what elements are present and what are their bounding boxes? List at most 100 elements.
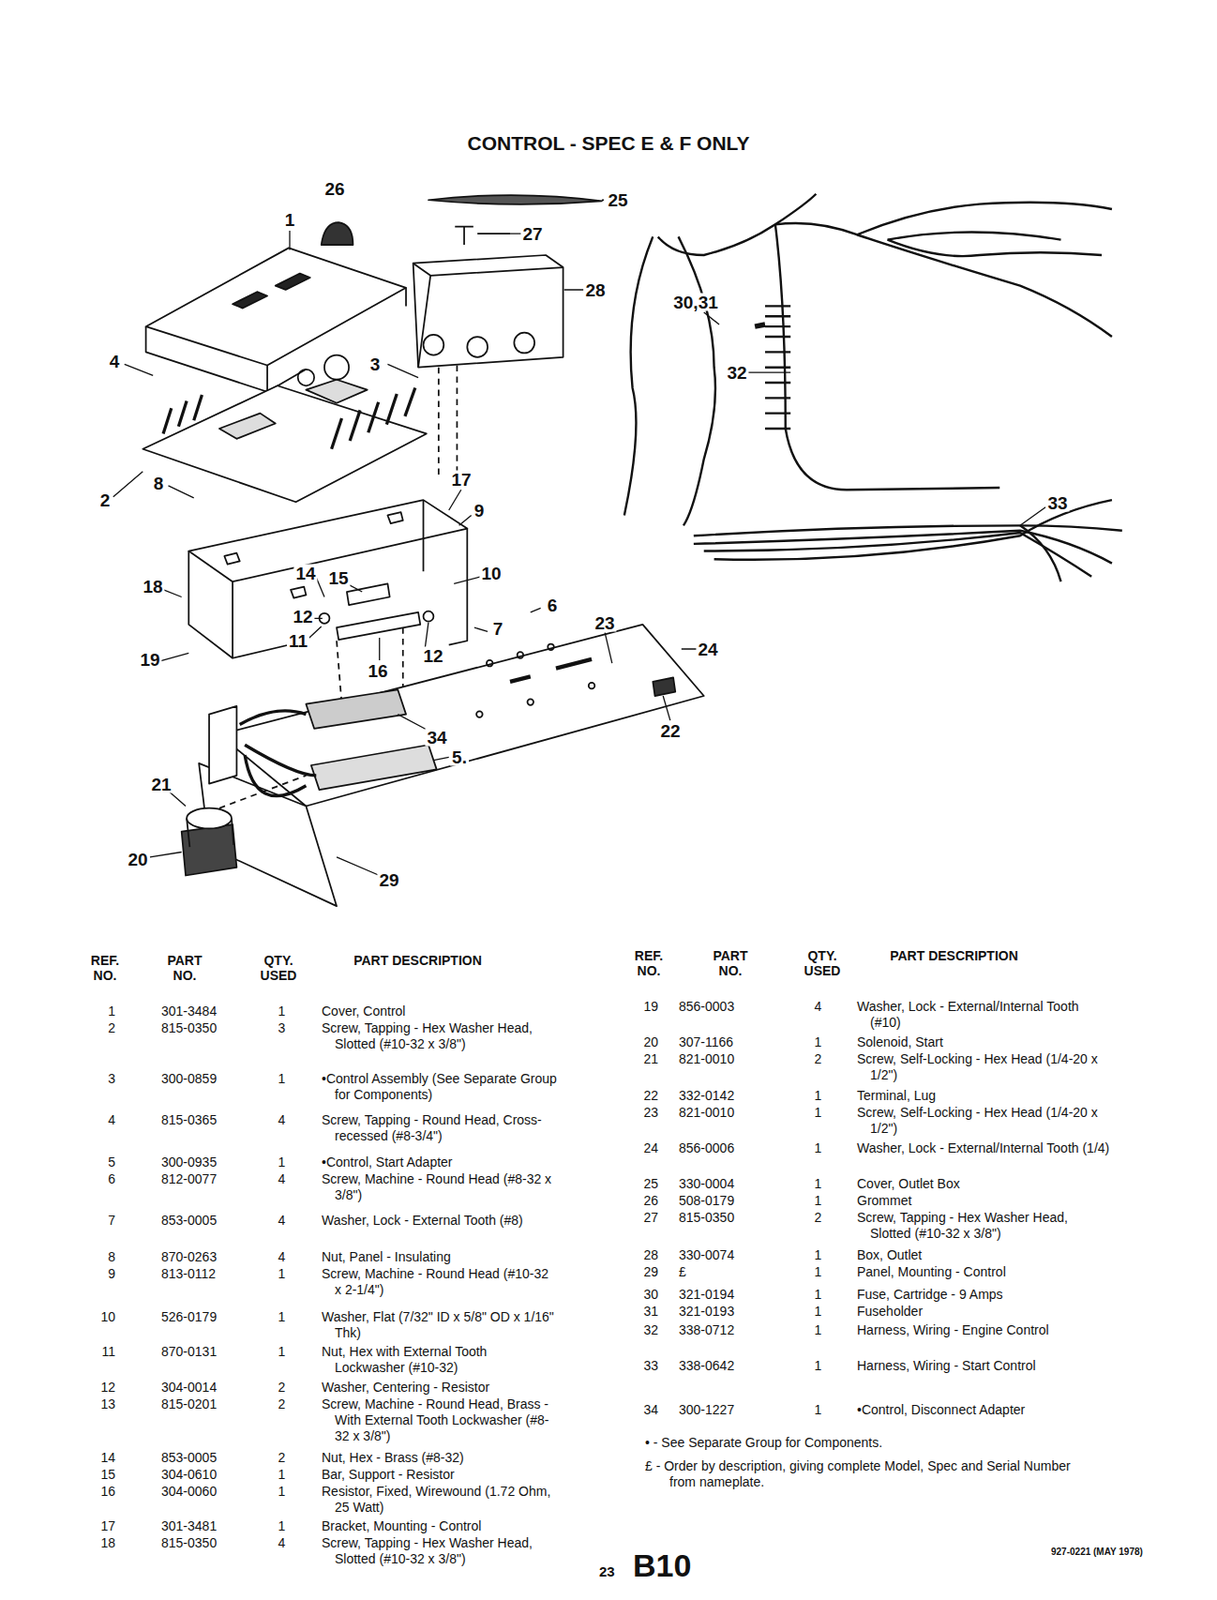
callout-number: 10 [479,564,503,583]
callout-number: 27 [520,225,544,243]
mounting-panel [476,710,483,718]
callout-number: 26 [322,180,346,198]
ref-number: 12 [74,1379,116,1396]
ref-number: 34 [616,1401,659,1418]
ref-number: 25 [616,1175,659,1192]
quantity: 1 [802,1175,834,1192]
callout-number: 21 [149,775,173,794]
part-description: Solenoid, Start [856,1034,1111,1051]
part-number: 815-0201 [161,1396,217,1413]
engine-harness [887,240,1102,256]
callout-number: 16 [365,661,390,680]
part-description: Nut, Hex - Brass (#8-32) [321,1449,558,1466]
quantity: 1 [266,1517,298,1534]
part-description: Screw, Machine - Round Head (#10-32 x 2-… [321,1265,558,1298]
ref-number: 16 [74,1483,116,1500]
quantity: 1 [266,1466,298,1483]
quantity: 1 [266,1308,298,1325]
ref-number: 3 [74,1070,116,1087]
column-header: PART DESCRIPTION [351,952,484,968]
part-number: 330-0004 [678,1175,735,1192]
part-description: Harness, Wiring - Start Control [856,1357,1111,1374]
part-description: •Control Assembly (See Separate Group fo… [321,1070,558,1103]
outlet-box-cover [428,195,602,205]
mounting-panel [588,682,596,690]
callout-number: 17 [449,470,473,489]
ref-number: 21 [616,1051,659,1067]
part-description: Harness, Wiring - Engine Control [856,1322,1111,1338]
grommet [321,222,354,245]
quantity: 2 [802,1209,834,1226]
callout-number: 33 [1045,494,1069,512]
ref-number: 26 [616,1192,659,1209]
part-description: Bar, Support - Resistor [321,1466,558,1483]
ref-number: 11 [74,1343,116,1360]
part-number: 304-0060 [161,1483,217,1500]
part-number: 332-0142 [678,1087,735,1104]
part-description: •Control, Start Adapter [321,1154,558,1171]
quantity: 1 [266,1483,298,1500]
part-number: 321-0194 [678,1286,735,1303]
ref-number: 24 [616,1140,659,1157]
column-header: PART DESCRIPTION [887,947,1021,963]
leader-lines [113,363,1046,526]
part-number: 815-0350 [678,1209,735,1226]
engine-harness [754,324,766,327]
quantity: 1 [802,1401,834,1418]
engine-harness [887,232,1062,241]
adapter-boards [305,689,406,728]
outlet-box [438,365,458,481]
part-description: Screw, Self-Locking - Hex Head (1/4-20 x… [856,1051,1111,1083]
engine-harness [856,202,1112,235]
start-harness [704,532,1092,577]
grommet [321,222,354,245]
engine-harness [678,236,716,526]
mounting-panel [527,698,535,706]
quantity: 4 [266,1212,298,1229]
part-number: 870-0131 [161,1343,217,1360]
ref-number: 20 [616,1034,659,1051]
quantity: 1 [266,1070,298,1087]
ref-number: 5 [74,1154,116,1171]
engine-harness [775,223,1112,337]
part-number: 508-0179 [678,1192,735,1209]
column-header: QTY. USED [798,947,846,978]
part-number: 304-0014 [161,1379,217,1396]
part-number: 307-1166 [678,1034,734,1051]
part-number: 812-0077 [161,1171,217,1187]
part-number: 300-0859 [161,1070,217,1087]
callout-number: 14 [293,564,317,583]
start-solenoid [181,824,238,875]
mounting-bracket [188,499,467,659]
outlet-box [423,334,445,356]
quantity: 2 [266,1379,298,1396]
part-description: Screw, Machine - Round Head (#8-32 x 3/8… [321,1171,558,1203]
control-board [324,355,349,380]
tapping-screw [454,226,511,246]
callout-number: 23 [592,614,617,632]
callout-number: 12 [290,607,315,626]
start-harness [1020,525,1062,582]
part-description: •Control, Disconnect Adapter [856,1401,1111,1418]
callout-number: 19 [137,650,162,669]
part-description: Washer, Lock - External/Internal Tooth (… [856,1140,1111,1157]
part-description: Cover, Outlet Box [856,1175,1111,1192]
ref-number: 31 [616,1303,659,1320]
callout-number: 12 [420,646,445,665]
ref-number: 10 [74,1308,116,1325]
start-solenoid [181,775,307,876]
adapter-boards [240,710,317,797]
start-solenoid [219,775,306,809]
part-description: Nut, Hex with External Tooth Lockwasher … [321,1343,558,1376]
column-header: PART NO. [159,952,211,983]
ref-number: 14 [74,1449,116,1466]
mounting-panel [652,676,676,696]
part-description: Cover, Control [321,1003,558,1020]
ref-number: 32 [616,1322,659,1338]
part-number: £ [678,1263,687,1280]
control-board [142,355,426,503]
mounting-panel [219,624,705,807]
section-code: B10 [632,1548,692,1581]
start-solenoid [186,818,234,847]
